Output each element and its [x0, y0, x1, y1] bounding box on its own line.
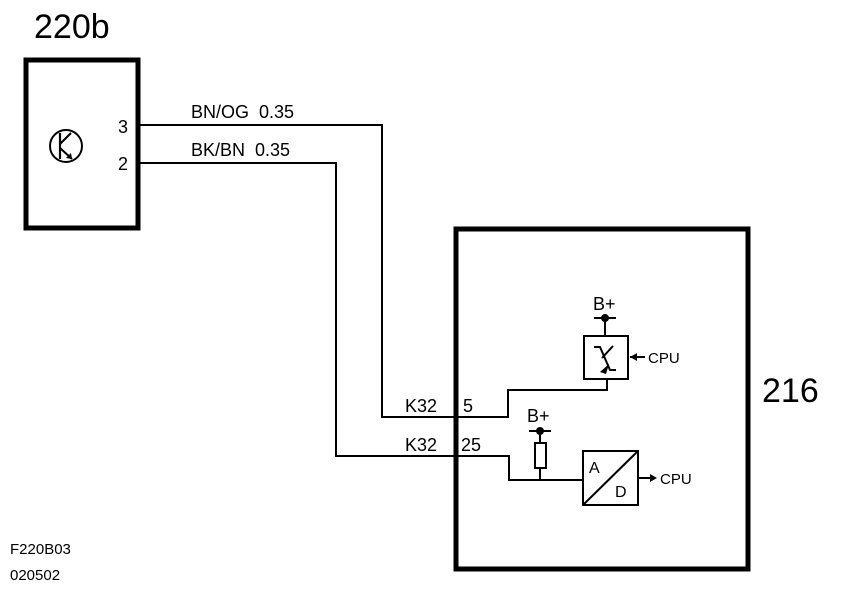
supply-bottom-terminal: [529, 427, 551, 443]
adc-diagonal: [582, 450, 639, 506]
wire-2-label: BK/BN 0.35: [191, 140, 290, 160]
wire-bk-bn: [138, 162, 583, 481]
adc-d-label: D: [615, 484, 627, 501]
pin-2-label: 2: [118, 154, 128, 174]
cpu-out-arrow-icon: [638, 474, 657, 482]
wire-bn-og: [138, 124, 608, 418]
module-box: [453, 226, 751, 572]
connector-2-label: K32: [405, 435, 437, 455]
cpu-out-label: CPU: [660, 471, 692, 488]
cpu-in-arrow-icon: [630, 353, 645, 361]
transistor-icon: [49, 129, 83, 163]
sensor-box: [23, 57, 141, 231]
pin-3-label: 3: [118, 117, 128, 137]
cpu-in-label: CPU: [648, 350, 680, 367]
switch-box: [583, 335, 629, 380]
sensor-id-label: 220b: [34, 8, 110, 46]
figure-date: 020502: [10, 567, 60, 584]
supply-top-label: B+: [593, 294, 616, 314]
figure-code: F220B03: [10, 541, 71, 558]
pullup-resistor: [534, 442, 547, 469]
connector-2-pin: 25: [461, 435, 481, 455]
connector-1-label: K32: [405, 396, 437, 416]
supply-top-terminal: [594, 314, 616, 336]
adc-a-label: A: [589, 460, 600, 477]
connector-1-pin: 5: [463, 396, 473, 416]
transistor-switch-icon: [594, 345, 616, 374]
wire-1-label: BN/OG 0.35: [191, 102, 294, 122]
supply-bottom-label: B+: [527, 406, 550, 426]
module-id-label: 216: [762, 372, 819, 410]
